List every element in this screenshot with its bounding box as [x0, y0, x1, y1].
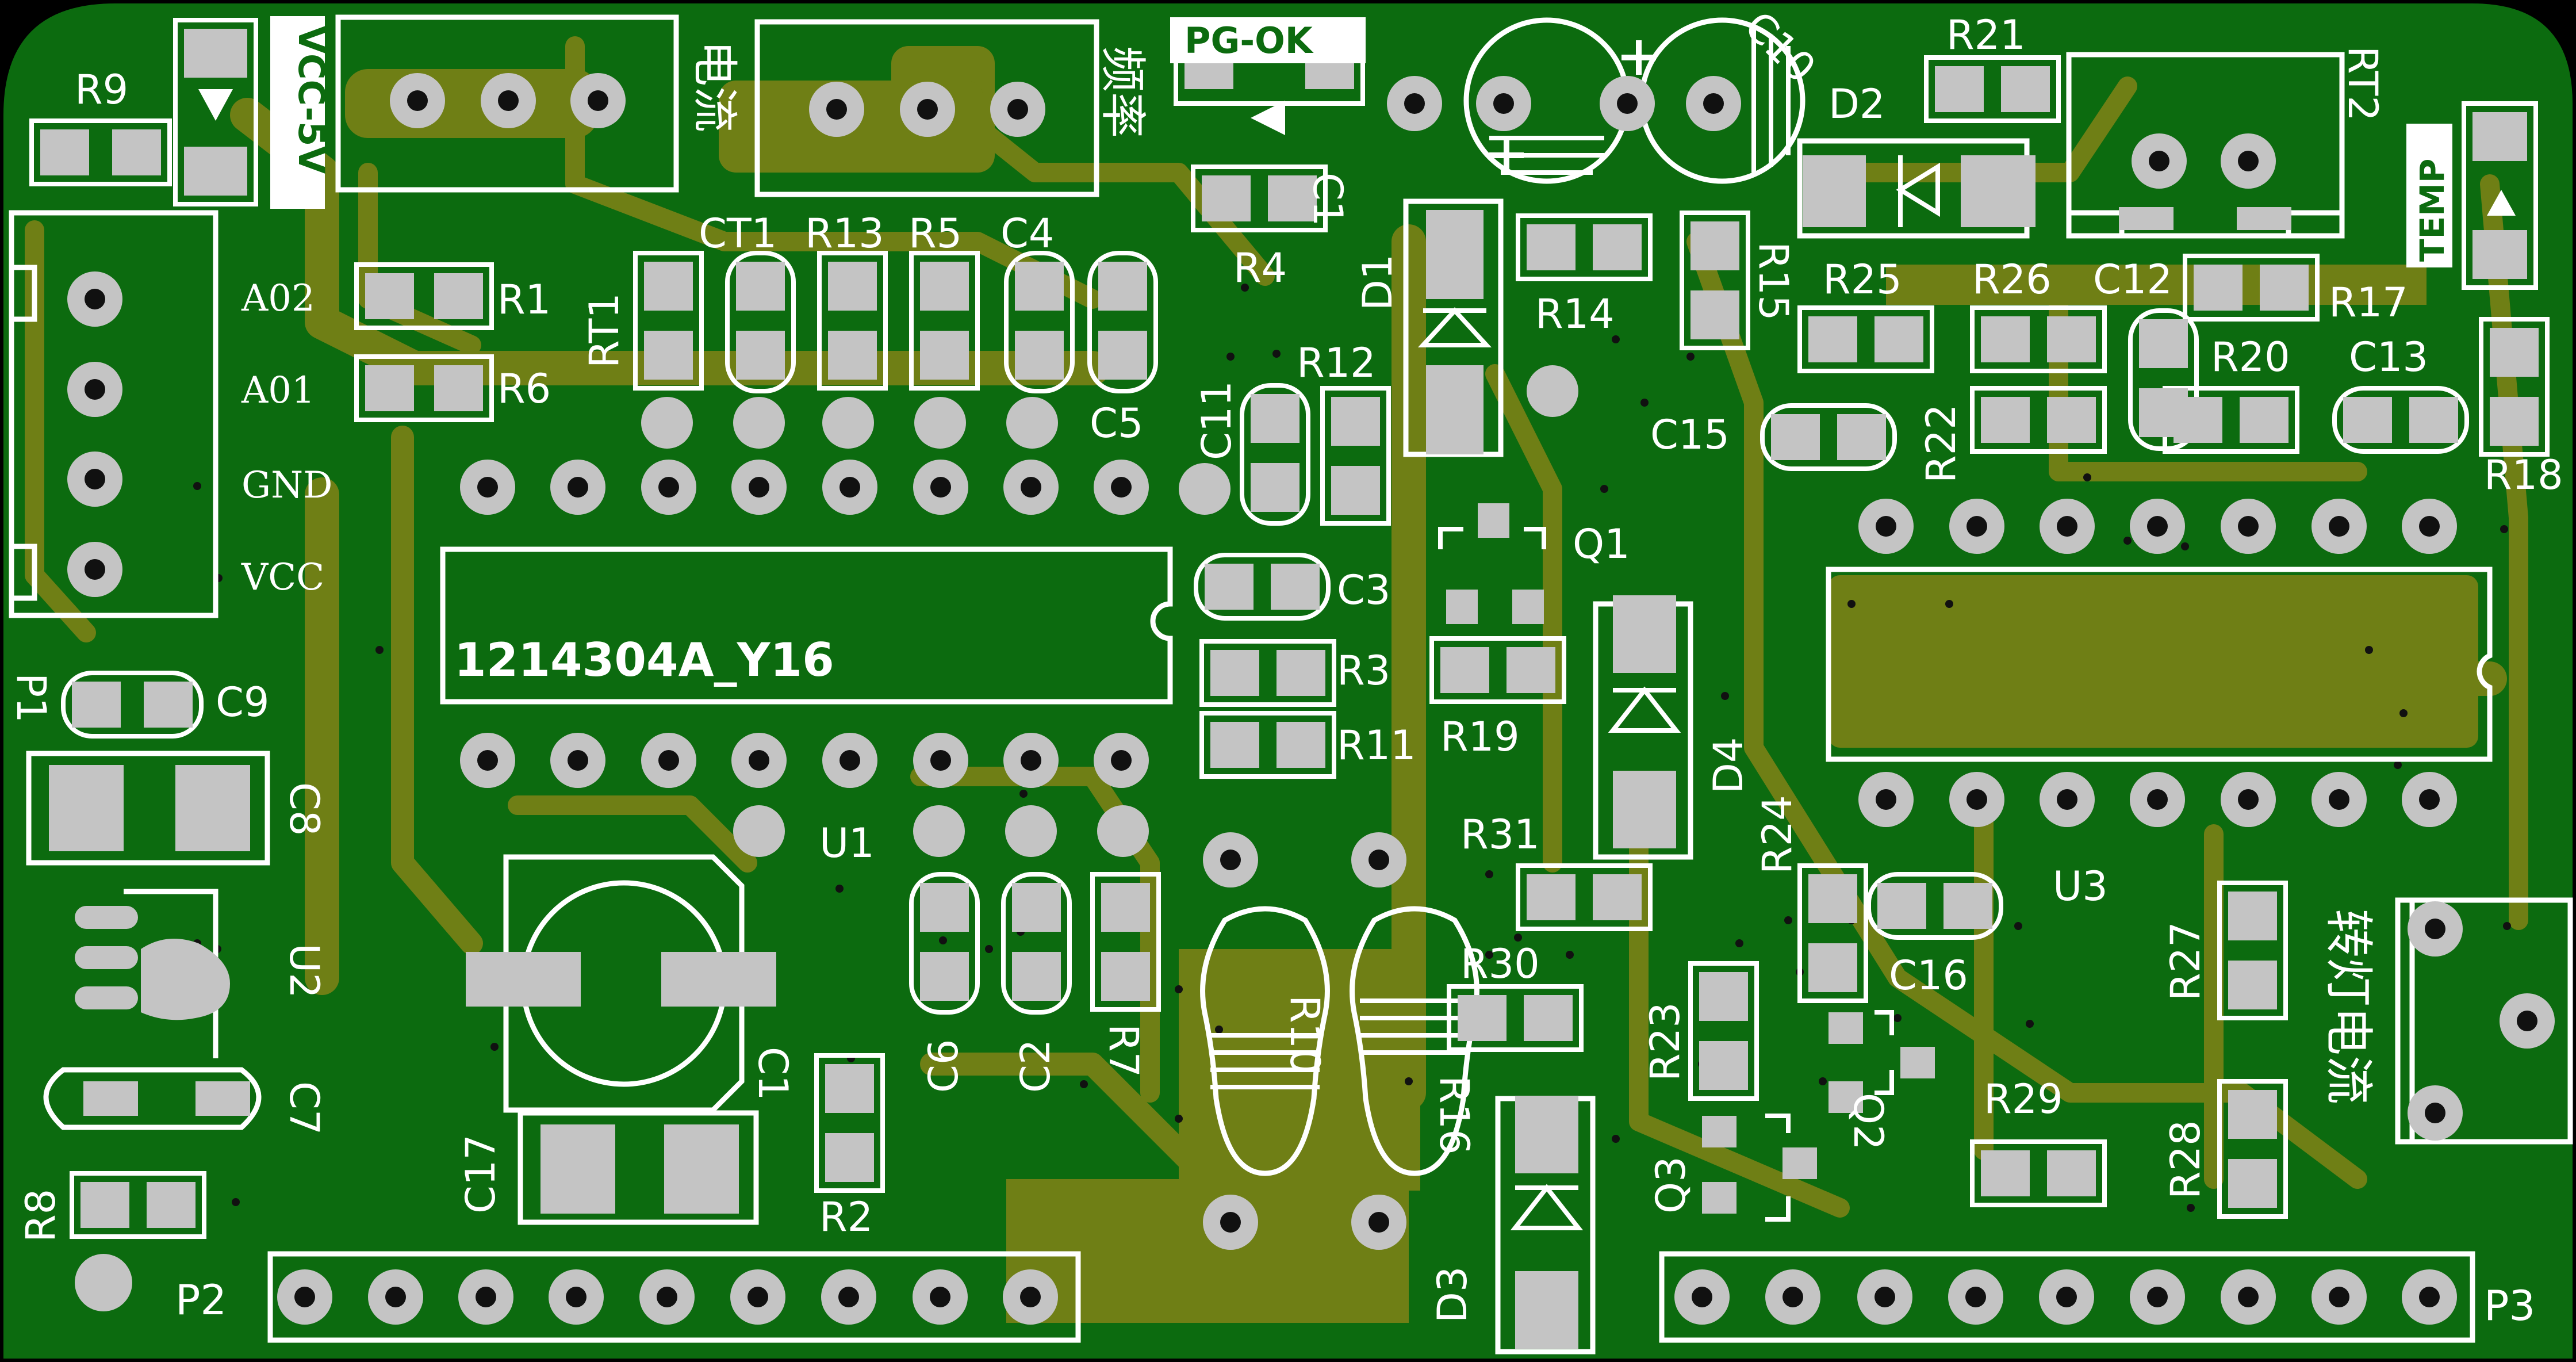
designator-R13: R13	[805, 210, 884, 257]
designator-R19: R19	[1440, 713, 1520, 760]
designator-R4: R4	[1233, 244, 1287, 292]
chip-marking: 1214304A_Y16	[454, 633, 834, 687]
vias	[193, 284, 2511, 1212]
vcc-5v-label: VCC-5V	[290, 26, 332, 174]
designator-R20: R20	[2211, 334, 2290, 381]
designator-Q3: Q3	[1647, 1156, 1695, 1214]
pin-label-ao1: A01	[241, 369, 315, 412]
zhuandeng-label: 转灯电流	[2320, 909, 2376, 1104]
designator-R12: R12	[1297, 339, 1376, 387]
designator-R22: R22	[1918, 404, 1965, 483]
designator-C5: C5	[1090, 400, 1143, 447]
dianliu-label: 电流	[688, 40, 741, 132]
designator-R30: R30	[1460, 940, 1540, 988]
designator-D2: D2	[1828, 81, 1885, 128]
designator-R3: R3	[1337, 647, 1390, 694]
designator-R18: R18	[2484, 452, 2563, 499]
designator-R11: R11	[1337, 722, 1416, 769]
designator-RT2: RT2	[2339, 46, 2386, 121]
designator-C15: C15	[1650, 411, 1730, 458]
designator-Q2: Q2	[1845, 1093, 1892, 1150]
designator-R7: R7	[1100, 1024, 1147, 1077]
designator-C1: C1	[1304, 173, 1351, 226]
designator-R10: R10	[1281, 995, 1328, 1074]
pin-label-vcc: VCC	[241, 556, 324, 599]
temp-label: TEMP	[2413, 159, 2452, 262]
designator-C17: C17	[457, 1134, 504, 1214]
designator-R17: R17	[2329, 279, 2408, 326]
designator-P3: P3	[2484, 1281, 2535, 1330]
designator-P1: P1	[7, 673, 55, 723]
label-boxes	[270, 16, 2452, 267]
designator-P2: P2	[175, 1276, 227, 1324]
designator-RT1: RT1	[581, 293, 628, 368]
designator-C11: C11	[1193, 381, 1240, 460]
designator-C2: C2	[1012, 1039, 1059, 1093]
designator-C4: C4	[1000, 210, 1054, 257]
designator-C6: C6	[920, 1039, 967, 1093]
designator-C3: C3	[1337, 567, 1390, 614]
designator-C9: C9	[216, 679, 269, 726]
designator-R15: R15	[1750, 242, 1797, 321]
designator-R24: R24	[1754, 795, 1801, 874]
designator-R14: R14	[1535, 290, 1615, 338]
designator-D3: D3	[1429, 1267, 1476, 1323]
designator-Q1: Q1	[1573, 521, 1630, 568]
designator-C7: C7	[281, 1081, 328, 1135]
polarity-marks	[198, 89, 2516, 216]
designator-R16: R16	[1431, 1076, 1478, 1155]
designator-R26: R26	[1972, 256, 2052, 303]
designator-R1: R1	[497, 276, 551, 323]
designator-R29: R29	[1984, 1076, 2063, 1123]
designator-R5: R5	[908, 210, 962, 257]
designator-C12: C12	[2093, 256, 2172, 303]
designator-R6: R6	[497, 365, 551, 412]
designator-U3: U3	[2053, 863, 2108, 910]
designator-C13: C13	[2349, 334, 2428, 381]
smd-pads	[29, 18, 2550, 1349]
designator-U1: U1	[819, 820, 875, 867]
diode-symbols	[1417, 155, 1940, 1230]
th-pads	[67, 73, 2555, 1325]
designator-R27: R27	[2162, 921, 2209, 1001]
designator-U2: U2	[281, 943, 328, 998]
designator-R2: R2	[819, 1193, 873, 1241]
designator-C16: C16	[1889, 952, 1968, 999]
designator-R25: R25	[1823, 256, 1902, 303]
designator-D4: D4	[1705, 737, 1752, 794]
designator-R23: R23	[1642, 1002, 1689, 1081]
pinlv-label: 频率	[1096, 46, 1149, 138]
pg-ok-label: PG-OK	[1184, 20, 1314, 62]
designator-CT1: CT1	[699, 210, 777, 257]
designator-D1: D1	[1354, 254, 1401, 311]
designator-R28: R28	[2162, 1120, 2209, 1199]
plus-marks	[1489, 40, 1656, 173]
designator-R8: R8	[17, 1189, 64, 1242]
designator-R21: R21	[1946, 12, 2026, 59]
designator-R31: R31	[1460, 811, 1540, 858]
designator-C8: C8	[281, 782, 328, 836]
designator-C1-lower: C1	[749, 1047, 796, 1100]
designator-R9: R9	[75, 66, 128, 113]
pin-label-ao2: A02	[241, 277, 315, 320]
pin-label-gnd: GND	[241, 464, 332, 507]
